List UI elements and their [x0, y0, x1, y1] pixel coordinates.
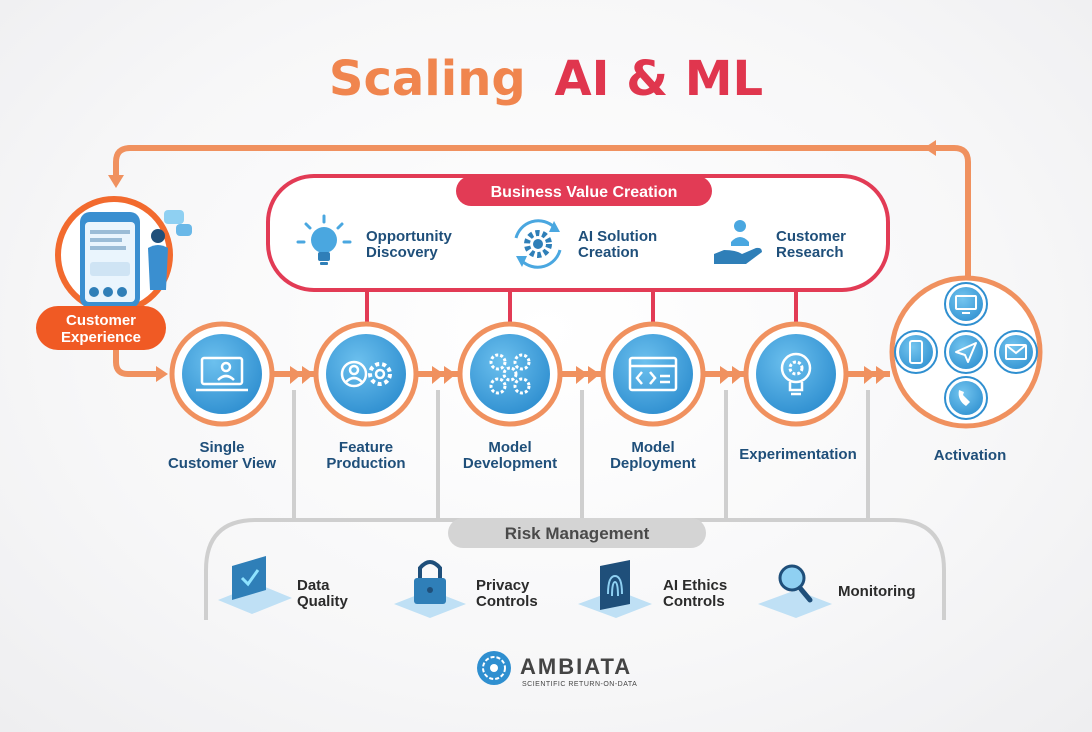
stage-1-line2: Customer View [168, 455, 276, 472]
customer-experience-line2: Experience [61, 329, 141, 346]
hand-person-icon [714, 220, 762, 264]
title-part-scaling: Scaling [329, 51, 526, 107]
ai-ethics-controls-line1: AI Ethics [663, 577, 727, 594]
stage-1-line1: Single [199, 439, 244, 456]
stage-4-line1: Model [631, 439, 674, 456]
customer-experience: Customer Experience [36, 196, 192, 382]
customer-experience-pill [36, 306, 166, 350]
send-icon [944, 330, 988, 374]
customer-research-line2: Research [776, 244, 844, 261]
customer-experience-line1: Customer [66, 312, 136, 329]
lightbulb-icon [296, 214, 352, 265]
feedback-loop-arrow [113, 145, 971, 285]
laptop-profile-icon [196, 356, 248, 392]
customer-experience-connector [113, 312, 158, 377]
business-value-label-pill [456, 176, 712, 206]
stage-experimentation: Experimentation [739, 321, 857, 463]
customer-experience-arrowhead [156, 366, 168, 382]
ambiata-logo-name: AMBIATA [520, 654, 632, 679]
risk-management-label: Risk Management [505, 524, 650, 543]
customer-research-line1: Customer [776, 228, 846, 245]
feedback-arrowhead-down [108, 175, 124, 188]
ambiata-logo-tagline: SCIENTIFIC RETURN-ON-DATA [522, 681, 637, 688]
padlock-icon [394, 560, 466, 618]
lightbulb-gear-icon [780, 352, 812, 396]
people-gear-icon [340, 360, 392, 388]
privacy-controls-line1: Privacy [476, 577, 530, 594]
monitor-icon [944, 282, 988, 326]
business-value-label: Business Value Creation [491, 184, 678, 201]
ai-ethics-controls-line2: Controls [663, 593, 725, 610]
opportunity-discovery: Opportunity Discovery [296, 214, 452, 265]
stage-4-line2: Deployment [610, 455, 696, 472]
title-part-ai-ml: AI & ML [554, 51, 763, 107]
mobile-icon [894, 330, 938, 374]
risk-management: Risk Management Data Quality Privacy Con… [204, 390, 946, 620]
stage-3-line2: Development [463, 455, 557, 472]
phone-icon [944, 376, 988, 420]
stage-model-development: Model Development [457, 321, 563, 472]
customer-research: Customer Research [714, 220, 846, 264]
stage-feature-production: Feature Production [313, 321, 419, 472]
stage-2-line2: Production [326, 455, 405, 472]
risk-management-label-pill [448, 518, 706, 548]
risk-management-connectors [292, 390, 870, 520]
ai-solution-creation: AI Solution Creation [514, 219, 657, 269]
stage-5-label: Experimentation [739, 446, 857, 463]
stage-2-line1: Feature [339, 439, 393, 456]
fingerprint-icon [578, 560, 652, 618]
smartphone-social-icon [80, 210, 192, 308]
data-quality-line2: Quality [297, 593, 349, 610]
feedback-arrowhead-top [924, 140, 936, 156]
ambiata-logo: AMBIATA SCIENTIFIC RETURN-ON-DATA [477, 651, 637, 688]
stage-single-customer-view: Single Customer View [168, 321, 276, 472]
magnifier-icon [758, 564, 832, 618]
activation-label: Activation [934, 447, 1007, 464]
monitoring-label: Monitoring [838, 583, 915, 600]
gear-cycle-icon [514, 219, 562, 269]
privacy-controls-line2: Controls [476, 593, 538, 610]
data-quality-line1: Data [297, 577, 330, 594]
stage-3-line1: Model [488, 439, 531, 456]
page-title: Scaling AI & ML [329, 51, 763, 107]
gears-icon [489, 353, 531, 395]
activation: Activation [889, 275, 1043, 464]
flow-arrowheads [290, 366, 888, 384]
laptop-check-icon [218, 556, 292, 614]
code-window-icon [628, 356, 678, 392]
opportunity-discovery-line1: Opportunity [366, 228, 452, 245]
mail-icon [994, 330, 1038, 374]
stage-model-deployment: Model Deployment [600, 321, 706, 472]
opportunity-discovery-line2: Discovery [366, 244, 438, 261]
business-value-connectors [365, 290, 798, 328]
ai-solution-creation-line2: Creation [578, 244, 639, 261]
ai-solution-creation-line1: AI Solution [578, 228, 657, 245]
